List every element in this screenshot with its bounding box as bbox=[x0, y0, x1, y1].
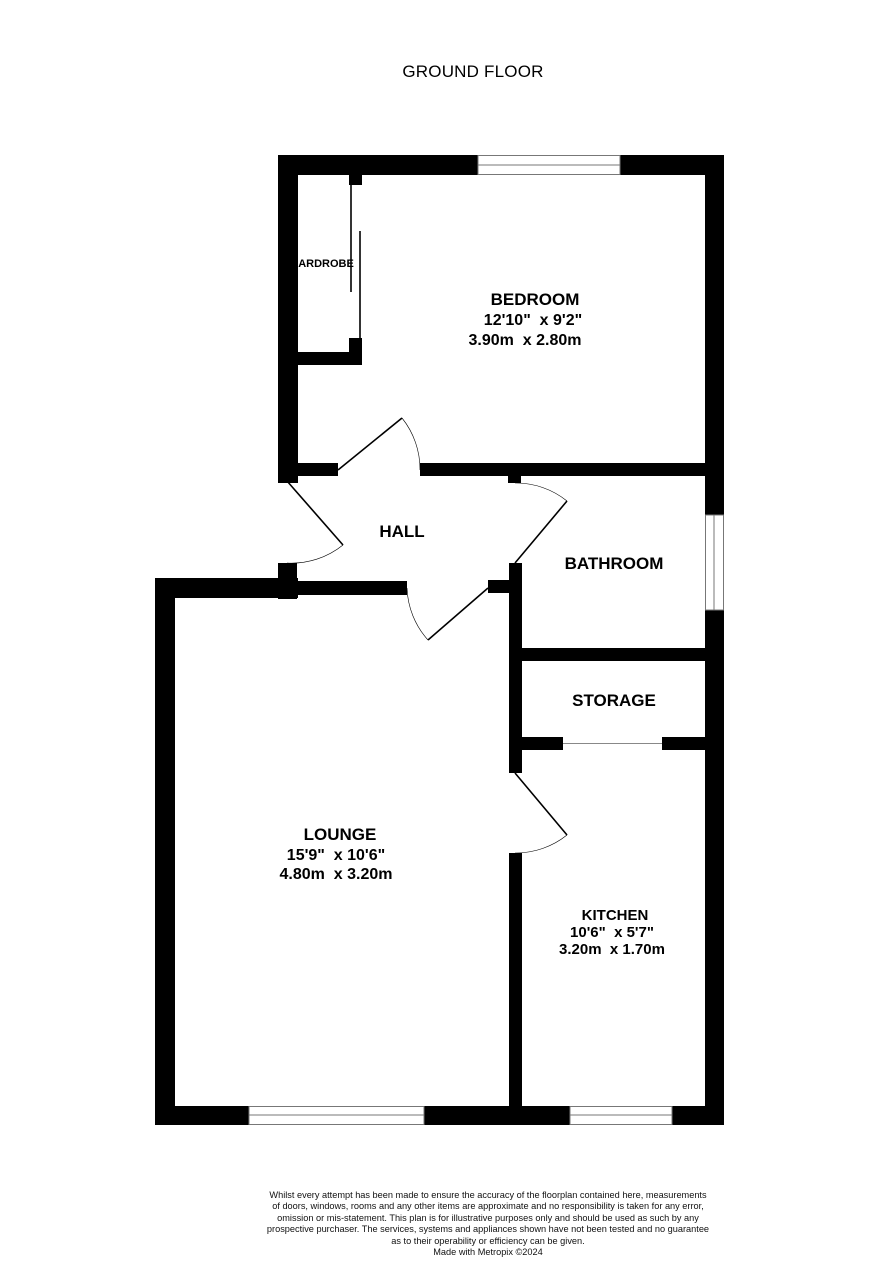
wall-bedroom-top-left bbox=[278, 155, 478, 175]
wall-bottom-left bbox=[155, 1106, 249, 1125]
floor-title: GROUND FLOOR bbox=[402, 62, 544, 81]
storage-name: STORAGE bbox=[572, 691, 656, 710]
wall-right-upper bbox=[705, 155, 724, 515]
doors bbox=[286, 417, 568, 854]
kitchen-name: KITCHEN bbox=[582, 907, 649, 924]
wall-wardrobe-post-bottom bbox=[349, 338, 362, 365]
wall-bottom-right bbox=[672, 1106, 724, 1125]
wall-central-upper bbox=[509, 563, 522, 773]
door-bedroom bbox=[337, 417, 421, 471]
wall-hall-door-stop bbox=[488, 580, 510, 593]
wall-lounge-top-left bbox=[155, 578, 298, 598]
wall-bedroom-bottom-left bbox=[298, 463, 338, 476]
kitchen-imperial: 10'6" x 5'7" bbox=[570, 924, 654, 941]
wall-bedroom-top-right bbox=[620, 155, 724, 175]
window-kitchen bbox=[569, 1106, 673, 1125]
wall-right-lower bbox=[705, 610, 724, 1125]
wall-bedroom-bottom-right bbox=[420, 463, 706, 476]
bedroom-imperial: 12'10" x 9'2" bbox=[484, 312, 582, 329]
bedroom-name: BEDROOM bbox=[491, 290, 580, 309]
wall-lounge-left bbox=[155, 578, 175, 1125]
wall-bottom-mid bbox=[424, 1106, 570, 1125]
door-entrance bbox=[286, 480, 344, 564]
disclaimer-line: prospective purchaser. The services, sys… bbox=[266, 1224, 710, 1235]
wall-storage-bottom-left bbox=[520, 737, 563, 750]
window-bedroom bbox=[477, 155, 621, 175]
wardrobe-sliding-doors bbox=[350, 185, 361, 340]
window-bathroom bbox=[705, 514, 724, 611]
wall-bathroom-bottom bbox=[520, 648, 706, 661]
hall-name: HALL bbox=[379, 522, 424, 541]
door-kitchen bbox=[514, 772, 568, 854]
windows bbox=[248, 155, 724, 1125]
bedroom-metric: 3.90m x 2.80m bbox=[469, 332, 582, 349]
room-labels: BEDROOM 12'10" x 9'2" 3.90m x 2.80m ARDR… bbox=[280, 258, 665, 958]
wall-central-lower bbox=[509, 853, 522, 1125]
bathroom-name: BATHROOM bbox=[565, 554, 664, 573]
wall-bathroom-door-stop bbox=[508, 474, 521, 483]
wardrobe-name: ARDROBE bbox=[298, 258, 354, 270]
credit: Made with Metropix ©2024 bbox=[433, 1247, 543, 1258]
window-lounge bbox=[248, 1106, 425, 1125]
wall-wardrobe-bottom bbox=[298, 352, 362, 365]
lounge-name: LOUNGE bbox=[304, 825, 377, 844]
lounge-metric: 4.80m x 3.20m bbox=[280, 866, 393, 883]
wall-bedroom-left bbox=[278, 155, 298, 483]
door-lounge bbox=[406, 587, 489, 641]
door-bathroom bbox=[514, 482, 568, 564]
lounge-imperial: 15'9" x 10'6" bbox=[287, 847, 385, 864]
wall-lounge-top-right bbox=[297, 581, 407, 595]
disclaimer-line: as to their operability or efficiency ca… bbox=[391, 1235, 585, 1246]
disclaimer-line: of doors, windows, rooms and any other i… bbox=[272, 1201, 704, 1212]
wall-wardrobe-post-top bbox=[349, 175, 362, 185]
kitchen-metric: 3.20m x 1.70m bbox=[559, 941, 665, 958]
disclaimer-line: omission or mis-statement. This plan is … bbox=[277, 1212, 699, 1223]
walls bbox=[155, 155, 724, 1125]
disclaimer-line: Whilst every attempt has been made to en… bbox=[269, 1190, 707, 1200]
disclaimer: Whilst every attempt has been made to en… bbox=[240, 1190, 736, 1258]
wall-storage-bottom-right bbox=[662, 737, 706, 750]
